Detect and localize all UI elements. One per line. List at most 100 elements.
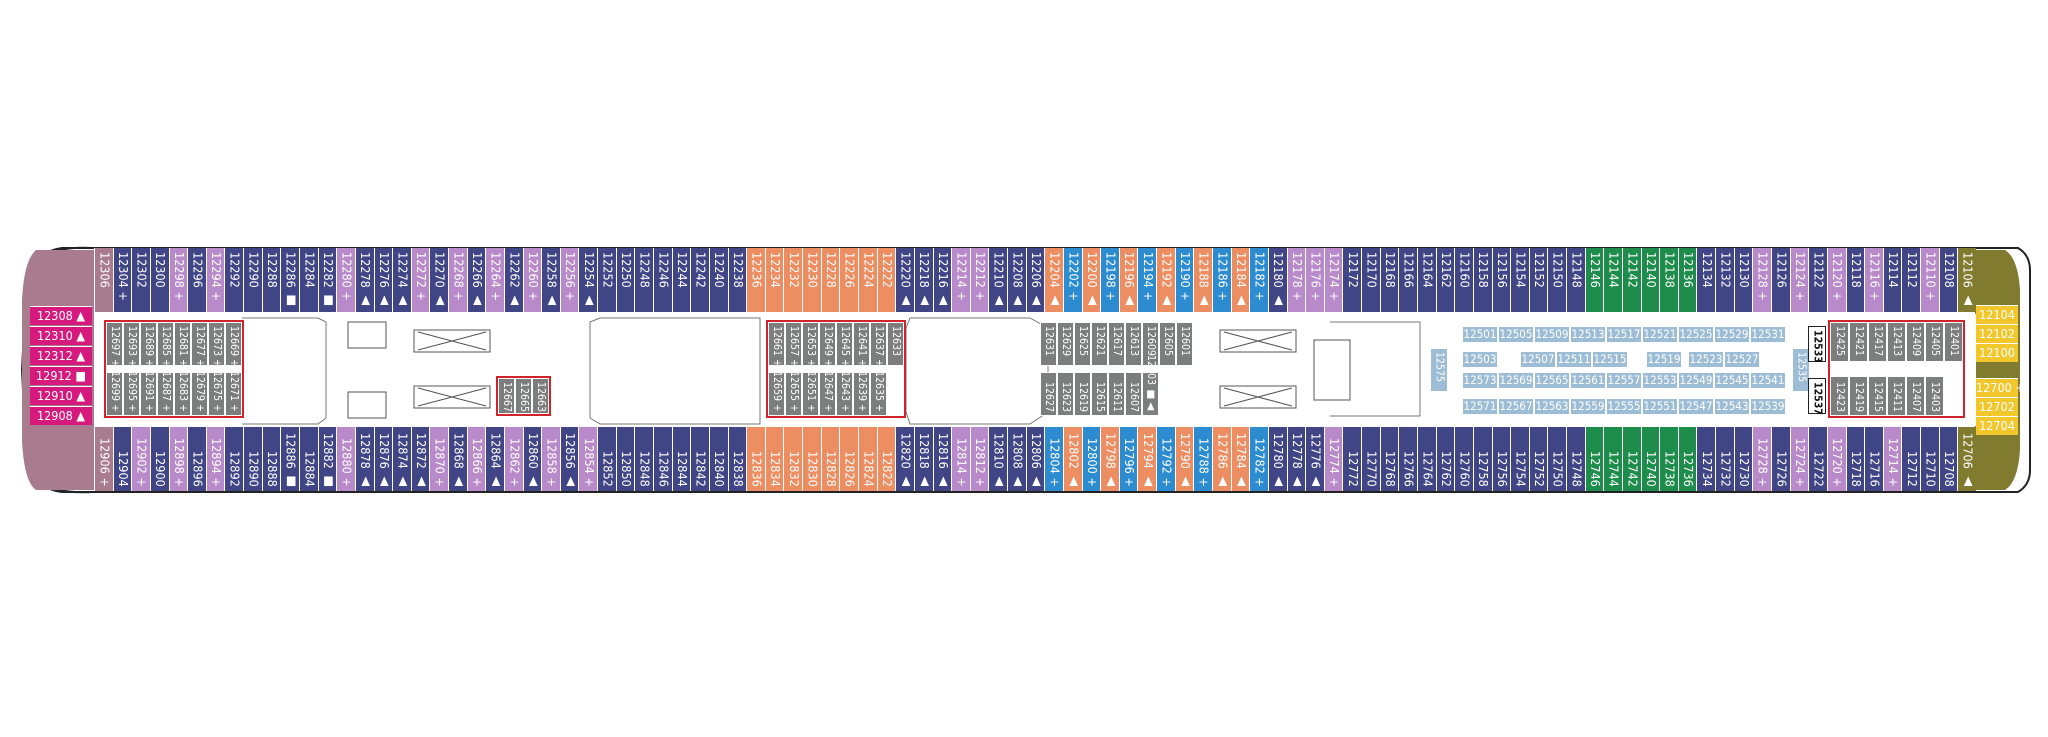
cabin[interactable]: 12822 (876, 427, 896, 491)
cabin[interactable]: 12766 (1398, 427, 1418, 491)
cabin[interactable]: 12818 ▲ (913, 427, 933, 491)
cabin[interactable]: 12744 (1603, 427, 1623, 491)
cabin[interactable]: 12838 (727, 427, 747, 491)
interior-cabin[interactable]: 12641 + (853, 322, 870, 367)
inner-cabin[interactable]: 12507 (1520, 351, 1556, 368)
cabin[interactable]: 12886 ■ (280, 427, 300, 491)
inner-cabin[interactable]: 12509 (1534, 326, 1570, 343)
cabin[interactable]: 12888 (261, 427, 281, 491)
cabin[interactable]: 12808 ▲ (1007, 427, 1027, 491)
cabin[interactable]: 12120 + (1826, 248, 1847, 312)
cabin[interactable]: 12752 (1528, 427, 1548, 491)
cabin[interactable]: 12836 (746, 427, 766, 491)
interior-cabin[interactable]: 12637 + (870, 322, 887, 367)
cabin[interactable]: 12882 ■ (317, 427, 337, 491)
interior-cabin[interactable]: 12607 (1125, 372, 1142, 416)
cabin[interactable]: 12246 (653, 248, 673, 312)
cabin[interactable]: 12194 + (1137, 248, 1157, 312)
cabin[interactable]: 12216 ▲ (932, 248, 952, 312)
cabin[interactable]: 12220 ▲ (895, 248, 915, 312)
interior-cabin[interactable]: 12693 + (123, 322, 140, 367)
cabin[interactable]: 12186 + (1212, 248, 1232, 312)
interior-cabin[interactable]: 12603 ■▲ (1142, 355, 1159, 416)
cabin[interactable]: 12900 (149, 427, 170, 491)
cabin[interactable]: 12222 (876, 248, 896, 312)
cabin[interactable]: 12282 ■ (317, 248, 337, 312)
cabin[interactable]: 12174 + (1323, 248, 1343, 312)
cabin[interactable]: 12300 (149, 248, 170, 312)
inner-cabin[interactable]: 12523 (1688, 351, 1724, 368)
interior-cabin[interactable]: 12665 + (515, 378, 532, 423)
cabin[interactable]: 12214 + (951, 248, 971, 312)
cabin[interactable]: 12182 + (1249, 248, 1269, 312)
cabin[interactable]: 12256 + (559, 248, 579, 312)
cabin[interactable]: 12144 (1603, 248, 1623, 312)
cabin[interactable]: 12784 ▲ (1230, 427, 1250, 491)
cabin[interactable]: 12202 + (1062, 248, 1083, 312)
inner-cabin[interactable]: 12561 (1570, 372, 1606, 389)
cabin[interactable]: 12170 (1361, 248, 1381, 312)
inner-cabin[interactable]: 12503 (1462, 351, 1498, 368)
cabin[interactable]: 12110 + (1920, 248, 1940, 312)
cabin[interactable]: 12150 (1547, 248, 1567, 312)
cabin[interactable]: 12112 (1901, 248, 1921, 312)
cabin[interactable]: 12228 (820, 248, 840, 312)
cabin[interactable]: 12786 ▲ (1212, 427, 1232, 491)
cabin[interactable]: 12834 (764, 427, 784, 491)
cabin[interactable]: 12286 ■ (280, 248, 300, 312)
forward-suite[interactable]: 12700 + (1976, 378, 2025, 397)
inner-cabin[interactable]: 12567 (1498, 398, 1534, 415)
cabin[interactable]: 12790 ▲ (1174, 427, 1194, 491)
cabin[interactable]: 12750 (1547, 427, 1567, 491)
cabin[interactable]: 12190 + (1174, 248, 1194, 312)
inner-cabin[interactable]: 12547 (1678, 398, 1714, 415)
cabin[interactable]: 12156 (1491, 248, 1511, 312)
interior-cabin[interactable]: 12415 (1868, 376, 1887, 416)
cabin[interactable]: 12714 + (1882, 427, 1902, 491)
cabin[interactable]: 12846 (653, 427, 673, 491)
inner-cabin[interactable]: 12549 (1678, 372, 1714, 389)
cabin[interactable]: 12860 ▲ (522, 427, 542, 491)
cabin[interactable]: 12858 + (541, 427, 561, 491)
interior-cabin[interactable]: 12667 (498, 378, 515, 414)
interior-cabin[interactable]: 12657 + (785, 322, 802, 367)
inner-cabin[interactable]: 12563 (1534, 398, 1570, 415)
cabin[interactable]: 12894 + (205, 427, 225, 491)
cabin[interactable]: 12192 ▲ (1156, 248, 1176, 312)
interior-cabin[interactable]: 12639 + (853, 371, 870, 416)
cabin[interactable]: 12234 (764, 248, 784, 312)
cabin[interactable]: 12896 (187, 427, 207, 491)
inner-cabin[interactable]: 12527 (1724, 351, 1760, 368)
cabin[interactable]: 12810 ▲ (988, 427, 1008, 491)
inner-cabin[interactable]: 12515 (1592, 351, 1628, 368)
cabin[interactable]: 12764 (1416, 427, 1437, 491)
cabin[interactable]: 12868 ▲ (448, 427, 468, 491)
forward-suite[interactable]: 12702 (1976, 397, 2018, 416)
cabin[interactable]: 12240 (708, 248, 729, 312)
cabin[interactable]: 12788 + (1193, 427, 1213, 491)
cabin[interactable]: 12740 (1640, 427, 1660, 491)
cabin[interactable]: 12824 (857, 427, 878, 491)
cabin[interactable]: 12870 + (429, 427, 449, 491)
inner-cabin-outlined[interactable]: 12537 (1808, 378, 1826, 415)
cabin[interactable]: 12132 (1715, 248, 1735, 312)
aft-suite[interactable]: 12912 ■ (30, 366, 92, 385)
cabin[interactable]: 12712 (1901, 427, 1921, 491)
cabin[interactable]: 12292 (224, 248, 244, 312)
cabin[interactable]: 12728 + (1752, 427, 1772, 491)
cabin[interactable]: 12196 ▲ (1118, 248, 1138, 312)
cabin[interactable]: 12254 ▲ (578, 248, 598, 312)
cabin[interactable]: 12164 (1416, 248, 1437, 312)
cabin[interactable]: 12738 (1659, 427, 1679, 491)
aft-suite[interactable]: 12910 ▲ (30, 386, 92, 405)
interior-cabin[interactable]: 12683 + (174, 371, 191, 416)
cabin[interactable]: 12792 + (1156, 427, 1176, 491)
aft-suite[interactable]: 12312 ▲ (30, 346, 92, 365)
interior-cabin[interactable]: 12425 (1830, 322, 1849, 362)
inner-cabin[interactable]: 12519 (1646, 351, 1682, 368)
inner-cabin[interactable]: 12559 (1570, 398, 1606, 415)
forward-suite[interactable]: 12102 (1976, 324, 2018, 343)
cabin[interactable]: 12718 (1845, 427, 1865, 491)
interior-cabin[interactable]: 12423 (1830, 376, 1849, 416)
interior-cabin[interactable]: 12413 (1887, 322, 1906, 362)
